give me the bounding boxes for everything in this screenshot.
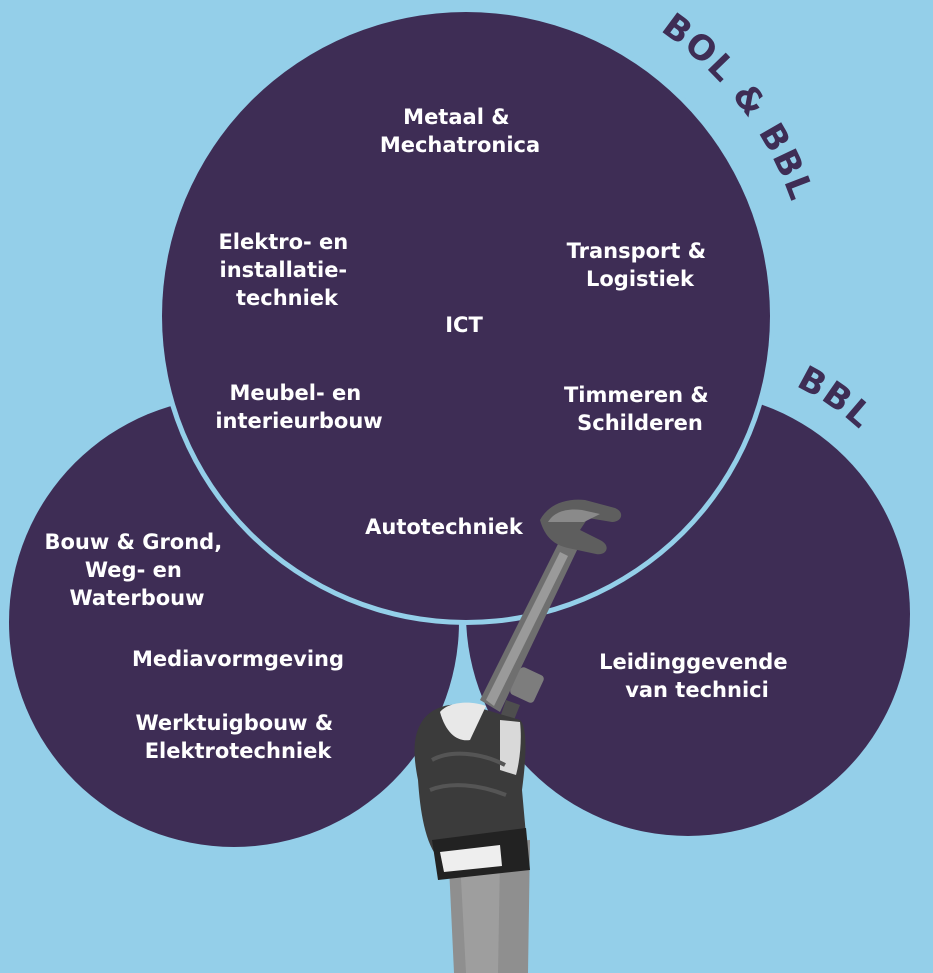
- label-leidinggevende: Leidinggevende van technici: [599, 650, 795, 702]
- label-ict: ICT: [445, 313, 483, 337]
- top-circle-labels: Metaal & Mechatronica Elektro- en instal…: [215, 105, 716, 539]
- label-bouw: Bouw & Grond, Weg- en Waterbouw: [44, 530, 229, 610]
- right-circle-labels: Leidinggevende van technici: [599, 650, 795, 702]
- label-elektro: Elektro- en installatie- techniek: [218, 230, 355, 310]
- left-circle-labels: Bouw & Grond, Weg- en Waterbouw Mediavor…: [44, 530, 344, 763]
- hand-holding-pipe-wrench-icon: [414, 499, 622, 973]
- label-werktuigbouw: Werktuigbouw & Elektrotechniek: [136, 711, 341, 763]
- label-timmeren: Timmeren & Schilderen: [564, 383, 716, 435]
- label-transport: Transport & Logistiek: [567, 239, 714, 291]
- label-meubel: Meubel- en interieurbouw: [215, 381, 382, 433]
- label-mediavormgeving: Mediavormgeving: [132, 647, 344, 671]
- label-metaal: Metaal & Mechatronica: [380, 105, 540, 157]
- label-autotechniek: Autotechniek: [365, 515, 524, 539]
- bol-bbl-circle: [162, 12, 770, 620]
